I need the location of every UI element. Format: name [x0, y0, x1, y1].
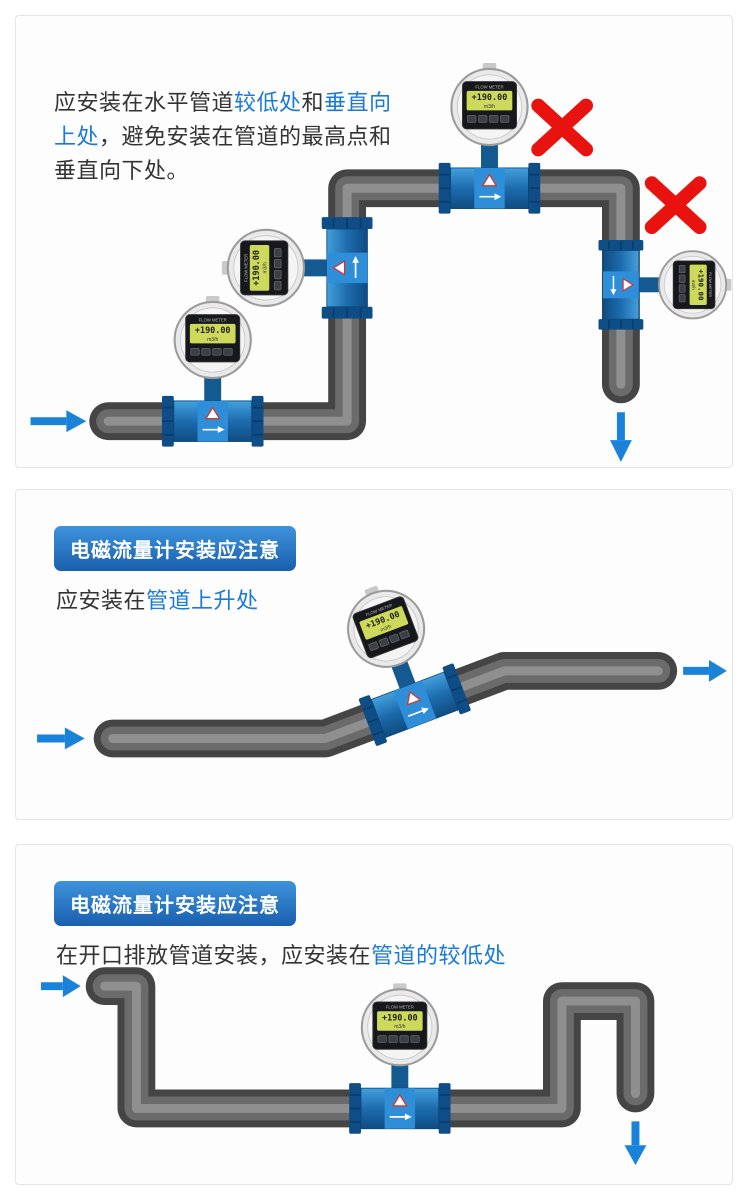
pipe [85, 967, 655, 1128]
caption-text: 在开口排放管道安装，应安装在 [56, 943, 372, 968]
flowmeter-highpoint-wrong [437, 61, 542, 215]
flow-arrow-in-icon [40, 975, 81, 998]
caption-highlight: 管道的较低处 [371, 943, 507, 968]
flowmeter-vertical-down-wrong [597, 239, 732, 331]
red-x-icon [538, 106, 586, 150]
flowmeter-horizontal-low [160, 294, 265, 448]
panel-horizontal-vertical-install: 应安装在水平管道较低处和垂直向上处，避免安装在管道的最高点和垂直向下处。 [15, 15, 733, 468]
flowmeter-low-section [348, 982, 452, 1135]
panel1-caption: 应安装在水平管道较低处和垂直向上处，避免安装在管道的最高点和垂直向下处。 [54, 86, 406, 188]
caption-text: 应安装在 [56, 588, 147, 613]
red-x-icon [652, 183, 700, 227]
flow-arrow-down-icon [624, 1121, 647, 1166]
panel3-caption: 在开口排放管道安装，应安装在管道的较低处 [56, 939, 696, 973]
flow-arrow-in-icon [37, 727, 85, 750]
caption-text: ，避免安装在管道的最高点和垂直向下处。 [54, 124, 392, 183]
diagram-pipe-layout-3 [40, 967, 655, 1166]
diagram-pipe-layout-2 [37, 568, 727, 758]
caption-text: 应安装在水平管道 [54, 90, 235, 115]
flow-arrow-out-icon [683, 659, 727, 682]
flowmeter-vertical-up [220, 216, 374, 320]
caption-text: 和 [301, 90, 325, 115]
panel-open-discharge-install: 电磁流量计安装应注意 在开口排放管道安装，应安装在管道的较低处 [15, 844, 733, 1185]
caption-highlight: 管道上升处 [146, 588, 259, 613]
flow-arrow-down-icon [609, 412, 632, 463]
flow-arrow-in-icon [30, 410, 87, 433]
panel2-caption: 应安装在管道上升处 [56, 584, 676, 618]
diagram-pipe-layout-1: FLOW METER +190.00 m3/h [30, 61, 732, 463]
notice-badge: 电磁流量计安装应注意 [54, 526, 296, 571]
panel-rising-pipe-install: 电磁流量计安装应注意 应安装在管道上升处 [15, 489, 733, 820]
caption-highlight: 垂直向上处 [54, 90, 392, 149]
caption-highlight: 较低处 [234, 90, 302, 115]
notice-badge: 电磁流量计安装应注意 [54, 881, 296, 926]
